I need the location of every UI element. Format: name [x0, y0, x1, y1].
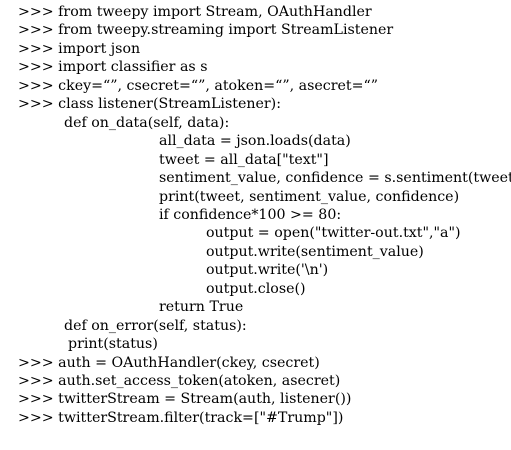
code-line: print(tweet, sentiment_value, confidence… — [159, 188, 460, 205]
code-line: output.write(sentiment_value) — [206, 243, 424, 260]
code-line: sentiment_value, confidence = s.sentimen… — [159, 170, 511, 187]
code-line: output = open("twitter-out.txt","a") — [206, 225, 461, 242]
code-line: >>> from tweepy import Stream, OAuthHand… — [18, 4, 372, 20]
code-line: def on_error(self, status): — [64, 317, 247, 334]
code-line: >>> from tweepy.streaming import StreamL… — [18, 22, 394, 39]
code-line: print(status) — [68, 336, 158, 353]
code-line: if confidence*100 >= 80: — [159, 206, 342, 223]
code-line: all_data = json.loads(data) — [159, 133, 351, 150]
code-line: >>> twitterStream = Stream(auth, listene… — [18, 391, 352, 408]
code-line: output.write('\n') — [206, 262, 329, 279]
code-line: >>> class listener(StreamListener): — [18, 96, 281, 113]
code-line: >>> auth = OAuthHandler(ckey, csecret) — [18, 354, 320, 371]
code-line: >>> ckey=“”, csecret=“”, atoken=“”, asec… — [18, 77, 379, 94]
code-line: >>> import classifier as s — [18, 59, 208, 76]
code-line: >>> auth.set_access_token(atoken, asecre… — [18, 373, 341, 389]
code-line: output.close() — [206, 280, 306, 297]
code-line: tweet = all_data["text"] — [159, 151, 329, 168]
code-line: >>> import json — [18, 40, 141, 57]
code-line: def on_data(self, data): — [64, 114, 230, 131]
code-line: return True — [159, 299, 244, 316]
code-line: >>> twitterStream.filter(track=["#Trump"… — [18, 409, 344, 426]
code-listing: >>> from tweepy import Stream, OAuthHand… — [18, 0, 511, 450]
